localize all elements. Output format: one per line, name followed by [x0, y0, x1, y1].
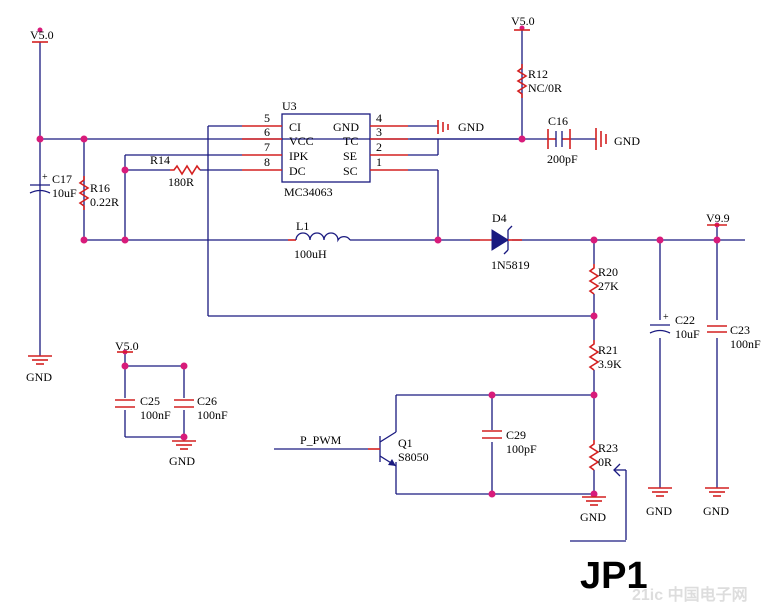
u3-mc34063: U3 MC34063 CI VCC IPK DC GND TC SE SC 5 …: [242, 99, 408, 199]
u3-pinnum-2: 2: [376, 140, 382, 154]
c16-value: 200pF: [547, 152, 578, 166]
r16-value: 0.22R: [90, 195, 119, 209]
u3-pin-tc: TC: [343, 134, 358, 148]
d4-diode: D4 1N5819: [470, 211, 530, 272]
c25-value: 100nF: [140, 408, 171, 422]
gnd-c22: GND: [646, 487, 672, 518]
r23-value: 0R: [598, 455, 612, 469]
c22-capacitor: + C22 10uF: [649, 312, 700, 341]
v50-top-label: V5.0: [511, 14, 535, 28]
q1-transistor: Q1 S8050: [368, 431, 429, 467]
gnd-r23-label: GND: [580, 510, 606, 524]
l1-inductor: L1 100uH: [288, 219, 351, 261]
u3-pin-ci: CI: [289, 120, 301, 134]
u3-part: MC34063: [284, 185, 333, 199]
watermark: 21ic 中国电子网: [632, 585, 748, 604]
r23-resistor: R23 0R: [588, 440, 618, 471]
r16-name: R16: [90, 181, 110, 195]
u3-pinnum-7: 7: [264, 140, 270, 154]
wires: [39, 30, 745, 542]
power-port-v50-left: V5.0: [30, 28, 54, 43]
u3-pinnum-1: 1: [376, 155, 382, 169]
v50-left-label: V5.0: [30, 28, 54, 42]
gnd-r23: GND: [580, 496, 606, 524]
c23-value: 100nF: [730, 337, 761, 351]
u3-pin-ipk: IPK: [289, 149, 309, 163]
gnd-caps-label: GND: [169, 454, 195, 468]
u3-pinnum-6: 6: [264, 125, 270, 139]
l1-name: L1: [296, 219, 309, 233]
r12-resistor: R12 NC/0R: [516, 64, 562, 98]
gnd-caps: GND: [169, 440, 196, 468]
c25-name: C25: [140, 394, 160, 408]
gnd-c16-label: GND: [614, 134, 640, 148]
c29-capacitor: C29 100pF: [482, 428, 537, 456]
c29-name: C29: [506, 428, 526, 442]
c17-name: C17: [52, 172, 72, 186]
gnd-c16: GND: [595, 128, 640, 150]
u3-pin-gnd: GND: [333, 120, 359, 134]
ppwm-net-label: P_PWM: [300, 433, 342, 447]
junctions: [36, 25, 721, 498]
power-port-v50-caps: V5.0: [115, 339, 139, 353]
r21-name: R21: [598, 343, 618, 357]
v99-label: V9.9: [706, 211, 730, 225]
c25-capacitor: C25 100nF: [115, 394, 171, 422]
u3-pinnum-5: 5: [264, 111, 270, 125]
c23-name: C23: [730, 323, 750, 337]
u3-pin-se: SE: [343, 149, 357, 163]
gnd-u3: GND: [437, 120, 484, 134]
c29-value: 100pF: [506, 442, 537, 456]
c22-name: C22: [675, 313, 695, 327]
q1-name: Q1: [398, 436, 413, 450]
jp1-arrow: [613, 463, 621, 477]
power-port-v50-top: V5.0: [511, 14, 535, 31]
v50-caps-label: V5.0: [115, 339, 139, 353]
u3-pin-sc: SC: [343, 164, 358, 178]
c26-value: 100nF: [197, 408, 228, 422]
r12-name: R12: [528, 67, 548, 81]
r14-resistor: R14 180R: [150, 153, 201, 189]
r21-value: 3.9K: [598, 357, 622, 371]
c26-capacitor: C26 100nF: [174, 394, 228, 422]
gnd-c17: GND: [26, 355, 52, 384]
c17-capacitor: + C17 10uF: [29, 172, 77, 200]
gnd-c22-label: GND: [646, 504, 672, 518]
jp1-label: JP1: [580, 555, 648, 597]
r21-resistor: R21 3.9K: [588, 340, 622, 371]
c26-name: C26: [197, 394, 217, 408]
r23-name: R23: [598, 441, 618, 455]
c17-value: 10uF: [52, 186, 77, 200]
r20-resistor: R20 27K: [588, 264, 619, 295]
l1-value: 100uH: [294, 247, 327, 261]
u3-pin-vcc: VCC: [289, 134, 314, 148]
gnd-c23-label: GND: [703, 504, 729, 518]
gnd-c17-label: GND: [26, 370, 52, 384]
r12-value: NC/0R: [528, 81, 562, 95]
u3-pinnum-4: 4: [376, 111, 382, 125]
gnd-c23: GND: [703, 487, 729, 518]
u3-pinnum-8: 8: [264, 155, 270, 169]
c22-plus: +: [663, 312, 669, 323]
u3-pinnum-3: 3: [376, 125, 382, 139]
d4-value: 1N5819: [491, 258, 530, 272]
power-port-v99: V9.9: [706, 211, 730, 226]
r20-name: R20: [598, 265, 618, 279]
u3-name: U3: [282, 99, 297, 113]
r14-value: 180R: [168, 175, 194, 189]
r20-value: 27K: [598, 279, 619, 293]
gnd-u3-label: GND: [458, 120, 484, 134]
q1-value: S8050: [398, 450, 429, 464]
d4-name: D4: [492, 211, 507, 225]
r14-name: R14: [150, 153, 170, 167]
c16-capacitor: C16 200pF: [547, 114, 578, 166]
c22-value: 10uF: [675, 327, 700, 341]
u3-pin-dc: DC: [289, 164, 306, 178]
c17-plus: +: [42, 172, 48, 183]
c16-name: C16: [548, 114, 568, 128]
r16-resistor: R16 0.22R: [78, 176, 119, 210]
c23-capacitor: C23 100nF: [707, 323, 761, 351]
